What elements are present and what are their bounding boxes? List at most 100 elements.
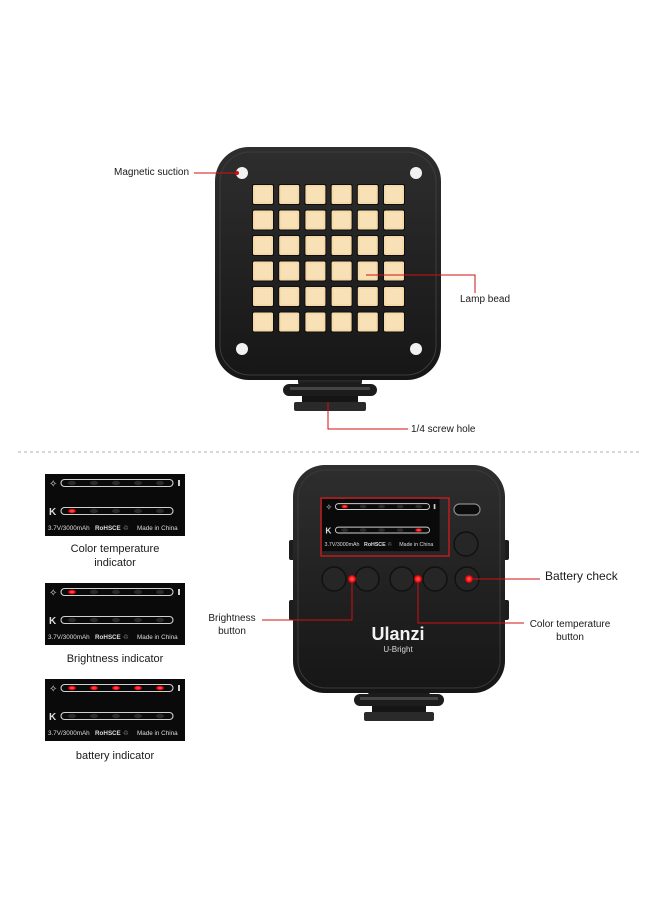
power-button[interactable] bbox=[453, 531, 479, 557]
indicator-dot-on bbox=[68, 589, 76, 595]
made-in-text: Made in China bbox=[137, 525, 178, 532]
indicator-dot-off bbox=[68, 480, 76, 486]
indicator-dot-off bbox=[341, 528, 349, 532]
indicator-dot-off bbox=[134, 480, 142, 486]
indicator-dot-off bbox=[415, 504, 422, 509]
front-body bbox=[215, 147, 441, 380]
recycle-icon: ♲ bbox=[388, 542, 393, 548]
model-name: U-Bright bbox=[383, 645, 413, 654]
recycle-icon: ♲ bbox=[123, 525, 129, 532]
brightness-down-button[interactable] bbox=[321, 566, 347, 592]
sun-icon: ✧ bbox=[49, 588, 57, 599]
led-grid bbox=[252, 184, 405, 333]
indicator-dot-on bbox=[68, 508, 76, 514]
battery-indicator-caption: battery indicator bbox=[75, 750, 155, 762]
sun-icon: ✧ bbox=[49, 684, 57, 695]
battery-spec-text: 3.7V/3000mAh bbox=[48, 730, 90, 737]
cold-shoe-front bbox=[283, 376, 377, 411]
brightness-indicator-caption: Brightness indicator bbox=[66, 653, 164, 665]
indicator-dot-off bbox=[156, 617, 164, 623]
brightness-up-button[interactable] bbox=[354, 566, 380, 592]
magnetic-suction-label: Magnetic suction bbox=[114, 167, 190, 178]
indicator-dot-off bbox=[90, 617, 98, 623]
battery-spec-text: 3.7V/3000mAh bbox=[325, 542, 360, 548]
front-light bbox=[215, 147, 441, 411]
indicator-dot-off bbox=[134, 713, 142, 719]
indicator-dot-off bbox=[90, 508, 98, 514]
indicator-dot-off bbox=[156, 480, 164, 486]
magnet-bottom-left bbox=[236, 343, 248, 355]
color-temp-down-button[interactable] bbox=[389, 566, 415, 592]
magnet-top-right bbox=[410, 167, 422, 179]
indicator-dot-off bbox=[359, 528, 367, 532]
back-callout-lines bbox=[262, 497, 540, 624]
indicator-dot-off bbox=[68, 617, 76, 623]
indicator-dot-off bbox=[112, 617, 120, 623]
magnet-top-left bbox=[236, 167, 248, 179]
rohs-mark: RoHS bbox=[95, 730, 112, 737]
battery-check-label: Battery check bbox=[545, 569, 618, 583]
rohs-mark: RoHS bbox=[95, 634, 112, 641]
indicator-dot-on bbox=[134, 685, 142, 691]
screw-hole-label: 1/4 screw hole bbox=[411, 424, 476, 435]
indicator-dot-on bbox=[112, 685, 120, 691]
made-in-text: Made in China bbox=[137, 730, 178, 737]
recycle-icon: ♲ bbox=[123, 634, 129, 641]
indicator-dot-off bbox=[156, 589, 164, 595]
indicator-dot-off bbox=[112, 713, 120, 719]
indicator-dot-off bbox=[378, 528, 385, 532]
indicator-dot-off bbox=[378, 504, 385, 509]
ce-mark: CE bbox=[112, 730, 121, 737]
indicator-dot-off bbox=[90, 480, 98, 486]
indicator-dot-off bbox=[112, 589, 120, 595]
indicator-dot-off bbox=[112, 480, 120, 486]
rohs-mark: RoHS bbox=[364, 542, 379, 548]
lamp-bead-label: Lamp bead bbox=[460, 294, 511, 305]
ce-mark: CE bbox=[378, 542, 386, 548]
sun-icon: ✧ bbox=[49, 479, 57, 490]
made-in-text: Made in China bbox=[137, 634, 178, 641]
indicator-dot-off bbox=[90, 589, 98, 595]
brand-logo: Ulanzi bbox=[371, 624, 424, 644]
indicator-dot-off bbox=[359, 504, 367, 509]
indicator-dot-on bbox=[341, 504, 349, 509]
battery-spec-text: 3.7V/3000mAh bbox=[48, 525, 90, 532]
k-label: K bbox=[49, 712, 57, 723]
indicator-dot-off bbox=[134, 617, 142, 623]
made-in-text: Made in China bbox=[399, 542, 433, 548]
indicator-dot-on bbox=[68, 685, 76, 691]
usb-c-port bbox=[453, 503, 481, 516]
k-label: K bbox=[49, 616, 57, 627]
indicator-dot-on bbox=[156, 685, 164, 691]
magnet-bottom-right bbox=[410, 343, 422, 355]
color-temp-up-button[interactable] bbox=[422, 566, 448, 592]
recycle-icon: ♲ bbox=[123, 730, 129, 737]
sun-icon: ✧ bbox=[325, 502, 332, 512]
indicator-dot-on bbox=[90, 685, 98, 691]
indicator-dot-off bbox=[396, 528, 404, 532]
indicator-dot-on bbox=[415, 528, 422, 532]
k-label: K bbox=[325, 525, 331, 535]
k-label: K bbox=[49, 507, 57, 518]
callout-dots bbox=[348, 575, 473, 583]
indicator-dot-off bbox=[134, 589, 142, 595]
cold-shoe-back bbox=[354, 686, 444, 721]
indicator-dot-off bbox=[90, 713, 98, 719]
indicator-dot-off bbox=[134, 508, 142, 514]
ce-mark: CE bbox=[112, 525, 121, 532]
ce-mark: CE bbox=[112, 634, 121, 641]
indicator-dot-off bbox=[156, 713, 164, 719]
brightness-button-label: Brightness button bbox=[208, 613, 256, 637]
front-callout-lines bbox=[194, 171, 476, 430]
indicator-dot-off bbox=[68, 713, 76, 719]
indicator-dot-off bbox=[112, 508, 120, 514]
color-temperature-button-label: Color temperature button bbox=[529, 619, 611, 643]
indicator-dot-off bbox=[156, 508, 164, 514]
battery-spec-text: 3.7V/3000mAh bbox=[48, 634, 90, 641]
